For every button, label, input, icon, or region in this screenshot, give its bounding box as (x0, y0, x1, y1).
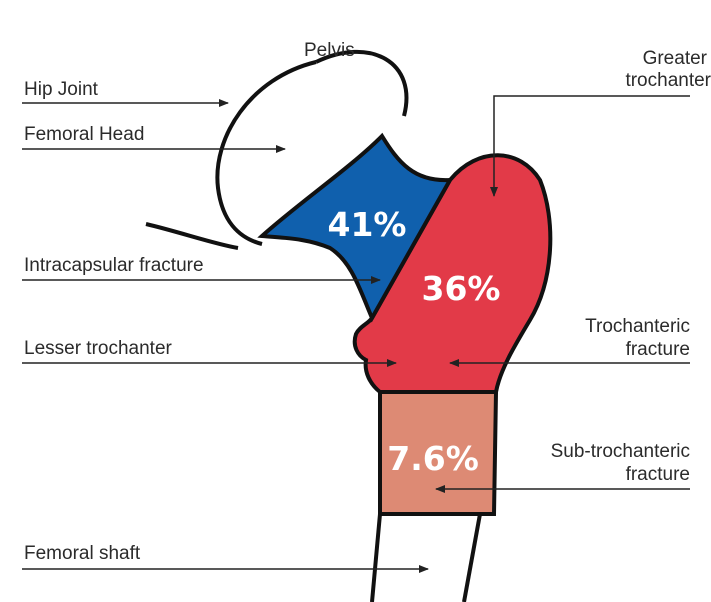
trochanteric-percentage: 36% (422, 269, 501, 308)
greater-trochanter-label-line1: Greater (643, 48, 708, 69)
subtrochanteric-fracture-label-line1: Sub-trochanteric (551, 441, 690, 462)
trochanteric-fracture-label-line2: fracture (626, 339, 690, 360)
hip-joint-label: Hip Joint (24, 79, 99, 100)
trochanteric-fracture-label-line1: Trochanteric (585, 316, 690, 337)
femoral-shaft-label: Femoral shaft (24, 543, 141, 564)
subtrochanteric-fracture-label-line2: fracture (626, 464, 690, 485)
greater-trochanter-label-line2: trochanter (625, 70, 711, 91)
pelvis-outline (316, 52, 406, 116)
hip-socket-outer (146, 224, 238, 248)
femoral-shaft-right-edge (464, 514, 480, 602)
intracapsular-percentage: 41% (328, 205, 407, 244)
subtrochanteric-percentage: 7.6% (387, 439, 479, 478)
femoral-head-label: Femoral Head (24, 124, 144, 145)
pelvis-label: Pelvis (304, 40, 355, 61)
intracapsular-fracture-label: Intracapsular fracture (24, 255, 204, 276)
femoral-shaft-left-edge (372, 514, 380, 602)
lesser-trochanter-label: Lesser trochanter (24, 338, 173, 359)
